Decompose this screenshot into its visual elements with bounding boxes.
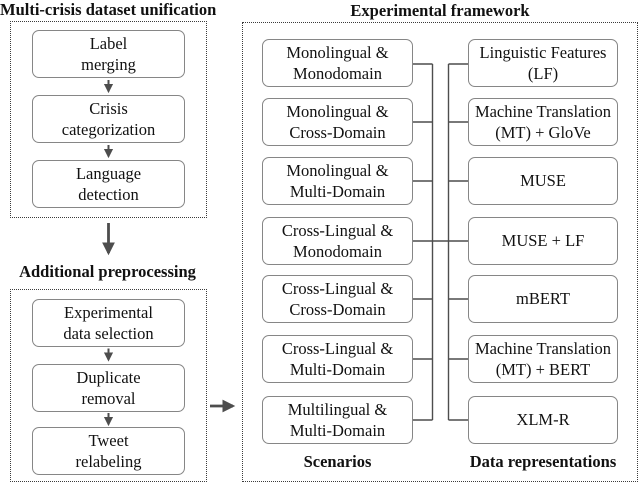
preprocessing-title: Additional preprocessing [19,262,196,281]
representations-column-label: Data representations [469,452,617,471]
scenario-cross-lingual-cross-domain: Cross-Lingual & Cross-Domain [262,275,413,323]
scenarios-column-label: Scenarios [303,452,372,471]
preprocessing-section-frame [10,289,207,482]
scenario-cross-lingual-monodomain: Cross-Lingual & Monodomain [262,217,413,265]
representation-muse: MUSE [468,157,618,205]
step-duplicate-removal: Duplicate removal [32,364,185,412]
unification-title: Multi-crisis dataset unification [0,0,217,19]
step-crisis-categorization: Crisis categorization [32,95,185,143]
step-label-merging: Label merging [32,30,185,78]
step-tweet-relabeling: Tweet relabeling [32,427,185,475]
scenario-monolingual-multi-domain: Monolingual & Multi-Domain [262,157,413,205]
framework-section-frame [242,22,638,482]
framework-title: Experimental framework [350,1,530,20]
step-language-detection: Language detection [32,160,185,208]
scenario-multilingual-multi-domain: Multilingual & Multi-Domain [262,396,413,444]
representation-xlm-r: XLM-R [468,396,618,444]
scenario-monolingual-monodomain: Monolingual & Monodomain [262,39,413,87]
representation-muse-lf: MUSE + LF [468,217,618,265]
step-experimental-data-selection: Experimental data selection [32,299,185,347]
representation-linguistic-features: Linguistic Features (LF) [468,39,618,87]
scenario-monolingual-cross-domain: Monolingual & Cross-Domain [262,98,413,146]
representation-mt-glove: Machine Translation (MT) + GloVe [468,98,618,146]
representation-mbert: mBERT [468,275,618,323]
scenario-cross-lingual-multi-domain: Cross-Lingual & Multi-Domain [262,335,413,383]
unification-section-frame [10,21,207,218]
representation-mt-bert: Machine Translation (MT) + BERT [468,335,618,383]
